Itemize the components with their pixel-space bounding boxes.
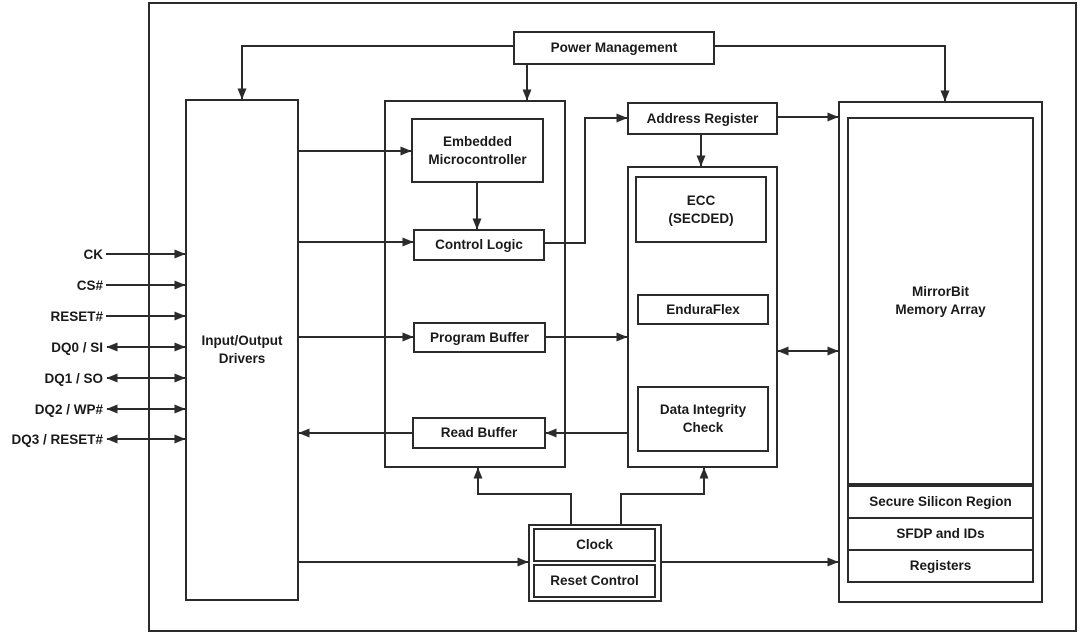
- embedded-microcontroller-label-line1: Embedded: [442, 133, 512, 149]
- mirrorbit-label-line2: Memory Array: [895, 302, 986, 317]
- signal-label-ck: CK: [83, 247, 104, 262]
- ecc-label-line1: ECC: [686, 192, 716, 208]
- reset-control-label: Reset Control: [550, 573, 639, 589]
- signal-label-dq3: DQ3 / RESET#: [11, 432, 103, 447]
- data-integrity-label-line2: Check: [682, 420, 724, 435]
- clock-label: Clock: [576, 537, 613, 553]
- embedded-microcontroller-block: Embedded Microcontroller: [411, 118, 544, 183]
- clock-block: Clock: [533, 528, 656, 562]
- io-drivers-block: Input/Output Drivers: [185, 99, 299, 601]
- reset-control-block: Reset Control: [533, 564, 656, 598]
- data-integrity-label-line1: Data Integrity: [659, 402, 747, 418]
- control-logic-block: Control Logic: [413, 229, 545, 261]
- secure-silicon-region-label: Secure Silicon Region: [869, 494, 1012, 510]
- data-integrity-check-block: Data Integrity Check: [637, 386, 769, 452]
- control-logic-label: Control Logic: [435, 237, 523, 253]
- address-register-label: Address Register: [646, 110, 759, 126]
- io-drivers-label-line2: Drivers: [218, 351, 266, 366]
- sfdp-and-ids-block: SFDP and IDs: [847, 517, 1034, 551]
- signal-label-reset: RESET#: [50, 309, 103, 324]
- read-buffer-label: Read Buffer: [440, 425, 518, 441]
- address-register-block: Address Register: [627, 102, 778, 135]
- read-buffer-block: Read Buffer: [412, 417, 546, 449]
- program-buffer-label: Program Buffer: [429, 329, 529, 345]
- ecc-label-line2: (SECDED): [668, 210, 734, 226]
- ecc-secded-block: ECC (SECDED): [635, 176, 767, 243]
- power-management-block: Power Management: [513, 31, 715, 65]
- signal-label-dq2: DQ2 / WP#: [34, 402, 103, 417]
- sfdp-and-ids-label: SFDP and IDs: [896, 526, 985, 542]
- io-drivers-label-line1: Input/Output: [201, 333, 283, 349]
- enduraflex-label: EnduraFlex: [666, 301, 740, 317]
- mirrorbit-label-line1: MirrorBit: [912, 284, 969, 300]
- power-management-label: Power Management: [550, 40, 678, 56]
- program-buffer-block: Program Buffer: [413, 322, 546, 353]
- enduraflex-block: EnduraFlex: [637, 294, 769, 325]
- embedded-microcontroller-label-line2: Microcontroller: [428, 151, 527, 167]
- registers-block: Registers: [847, 549, 1034, 583]
- secure-silicon-region-block: Secure Silicon Region: [847, 485, 1034, 519]
- mirrorbit-memory-array-block: MirrorBit Memory Array: [847, 117, 1034, 485]
- signal-label-dq0: DQ0 / SI: [51, 340, 103, 355]
- signal-label-dq1: DQ1 / SO: [44, 371, 103, 386]
- signal-label-cs: CS#: [76, 278, 103, 293]
- registers-label: Registers: [909, 558, 972, 574]
